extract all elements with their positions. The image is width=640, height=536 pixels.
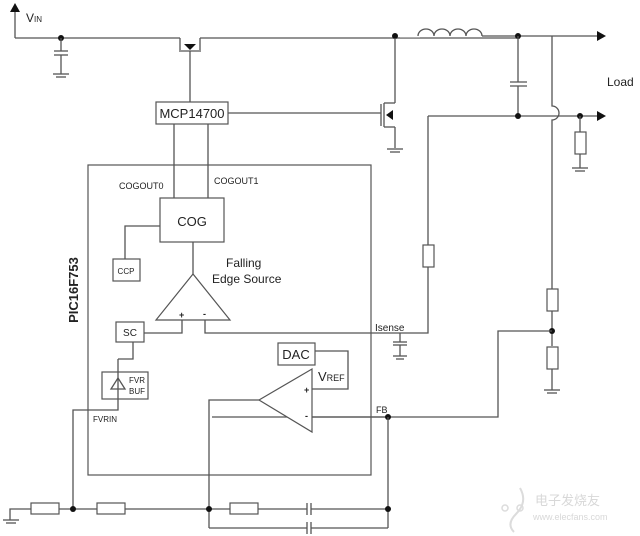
junction-sw bbox=[392, 33, 398, 39]
high-side-mosfet-icon bbox=[179, 38, 201, 102]
ccp-label: CCP bbox=[118, 267, 135, 276]
sc-label: SC bbox=[123, 328, 137, 339]
vref-wire bbox=[312, 350, 349, 390]
fvr-buf-block bbox=[101, 371, 149, 400]
ccp-wire bbox=[124, 225, 160, 259]
capacitor-c2-icon bbox=[306, 522, 312, 534]
divider-lower-resistor-icon bbox=[544, 346, 560, 394]
sc-wire bbox=[144, 320, 183, 334]
cog-block bbox=[159, 197, 225, 243]
current-comparator bbox=[154, 273, 232, 321]
inductor-icon bbox=[400, 28, 483, 38]
output-capacitor-icon bbox=[510, 36, 527, 116]
cog-label: COG bbox=[177, 214, 207, 229]
resistor-r2 bbox=[96, 502, 126, 515]
sense-resistor-icon bbox=[572, 116, 588, 172]
comp-plus: + bbox=[179, 310, 184, 320]
fvrin-wire bbox=[72, 359, 119, 509]
isense-label: Isense bbox=[375, 323, 405, 334]
falling-edge-label-1: Falling bbox=[226, 256, 261, 270]
junction-fb-bottom bbox=[385, 506, 391, 512]
watermark-url: www.elecfans.com bbox=[532, 512, 608, 522]
sc-block bbox=[115, 321, 145, 343]
mcu-label: PIC16F753 bbox=[66, 257, 81, 323]
opamp-plus: + bbox=[304, 385, 309, 395]
comp-minus: - bbox=[203, 309, 206, 319]
isense-capacitor-icon bbox=[393, 333, 407, 360]
dac-label: DAC bbox=[282, 347, 309, 362]
junction-sense-1 bbox=[515, 113, 521, 119]
error-amplifier bbox=[257, 367, 313, 434]
comp-output-wire bbox=[208, 399, 259, 528]
watermark: 电子发烧友 www.elecfans.com bbox=[501, 487, 608, 533]
capacitor-c1-icon bbox=[306, 503, 312, 515]
vin-arrow-icon bbox=[10, 3, 20, 38]
pic16f753-chip bbox=[87, 164, 372, 476]
falling-edge-label-2: Edge Source bbox=[212, 272, 282, 286]
junction-comp bbox=[206, 506, 212, 512]
isense-wire bbox=[204, 116, 429, 334]
bottom-ground-icon bbox=[3, 508, 31, 524]
fvrin-label: FVRIN bbox=[93, 415, 117, 424]
low-side-mosfet-icon bbox=[380, 38, 403, 153]
cogout0-label: COGOUT0 bbox=[119, 181, 164, 191]
divider-upper-resistor-icon bbox=[546, 288, 559, 312]
junction-fvrin bbox=[70, 506, 76, 512]
feedback-divider-wire bbox=[551, 36, 560, 296]
isense-resistor-icon bbox=[422, 244, 435, 268]
watermark-cn: 电子发烧友 bbox=[535, 493, 600, 508]
load-label: Load bbox=[607, 75, 634, 89]
sense-arrow-icon bbox=[597, 111, 606, 121]
vin-label: VIN bbox=[26, 11, 42, 25]
dac-block bbox=[277, 342, 316, 366]
watermark-logo-icon bbox=[509, 487, 525, 533]
fb-label: FB bbox=[376, 405, 388, 415]
output-arrow-icon bbox=[597, 31, 606, 41]
sc-fvr-wire bbox=[118, 342, 134, 360]
resistor-r1 bbox=[30, 502, 60, 515]
fvr-label-2: BUF bbox=[129, 387, 145, 396]
vref-label: VREF bbox=[318, 369, 345, 384]
fvr-label-1: FVR bbox=[129, 376, 145, 385]
ccp-block bbox=[112, 258, 141, 282]
input-capacitor-icon bbox=[53, 38, 69, 78]
resistor-r3 bbox=[229, 502, 259, 515]
opamp-minus: - bbox=[305, 411, 308, 421]
cogout1-label: COGOUT1 bbox=[214, 176, 259, 186]
driver-label: MCP14700 bbox=[159, 106, 224, 121]
